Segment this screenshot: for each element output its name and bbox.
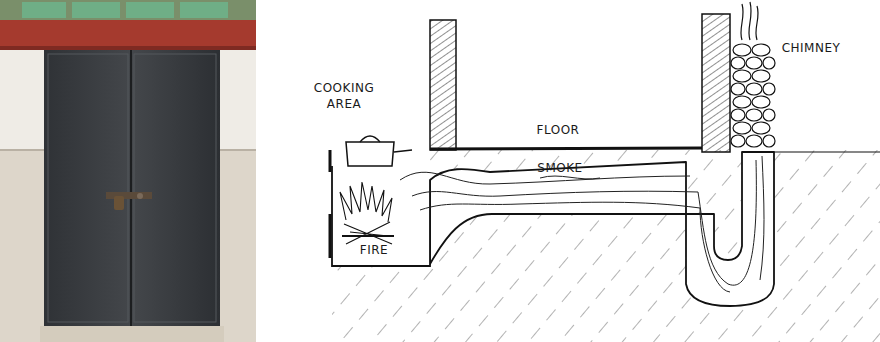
diagram-label: SMOKE [530,160,590,176]
ground-line [774,151,880,152]
diagram-label: FIRE [352,242,396,258]
door-photo [0,0,256,342]
chimney-smoke [741,2,758,40]
diagram-label: CHIMNEY [776,40,846,56]
house-wall [702,14,730,152]
house-wall [430,20,456,150]
fire-chamber [332,166,430,266]
chimney-stones [731,44,775,147]
cooking-pot [346,136,412,166]
chamber-wall [329,150,332,172]
flue-channel [430,152,774,306]
smoke-lines [400,156,764,292]
floor-slab [430,148,702,149]
ground-hatching [332,150,880,342]
diagram-label: COOKING AREA [308,80,380,112]
diagram-label: FLOOR [528,122,588,138]
fire-flames [340,182,394,244]
chamber-wall [329,214,332,258]
